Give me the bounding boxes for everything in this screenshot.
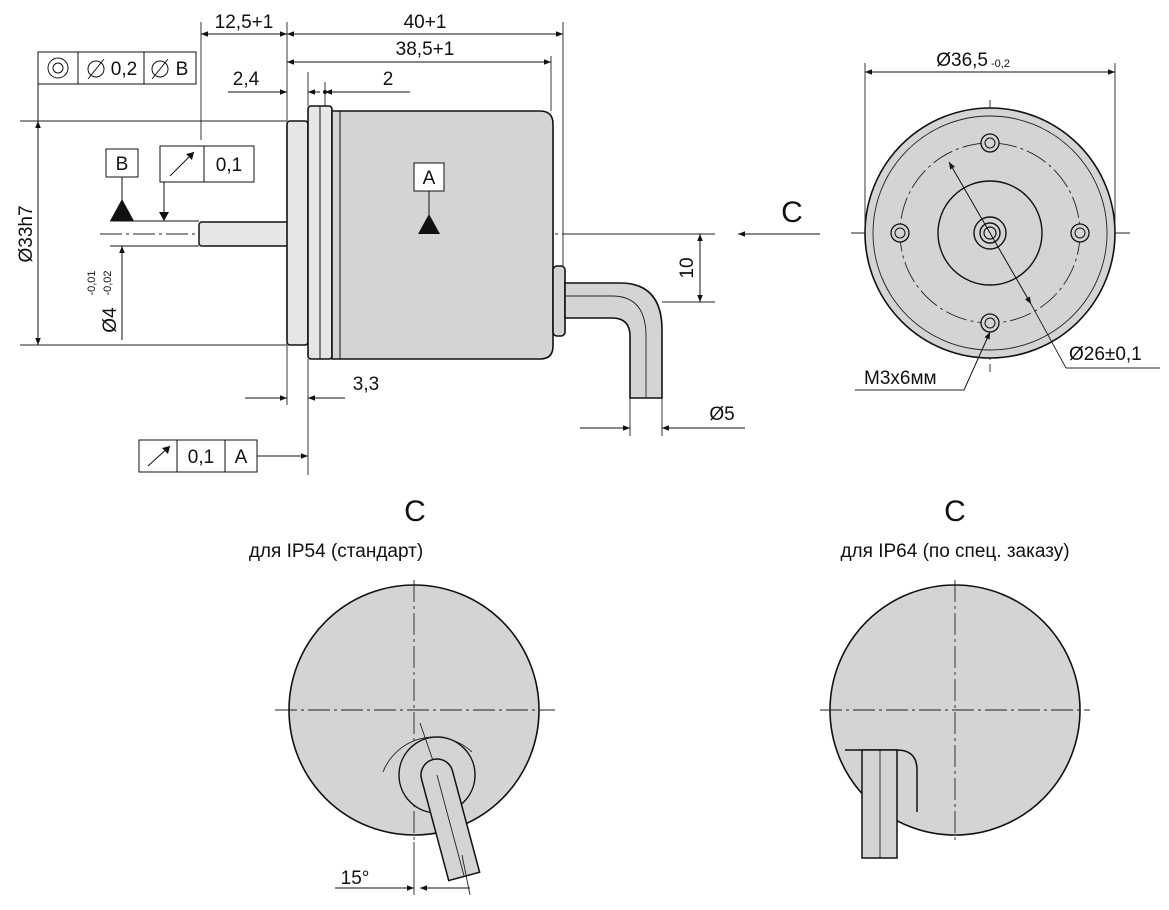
svg-text:A: A [235, 447, 248, 468]
svg-text:C: C [404, 495, 426, 528]
svg-text:C: C [781, 196, 803, 229]
svg-text:-0,2: -0,2 [991, 58, 1010, 70]
view-c-ip54: C для IP54 (стандарт) 15° [249, 495, 555, 896]
svg-text:15°: 15° [341, 868, 370, 889]
svg-text:Ø26±0,1: Ø26±0,1 [1069, 344, 1142, 365]
svg-text:Ø4: Ø4 [100, 307, 121, 333]
concentricity-frame: 0,2 B [37, 51, 197, 121]
svg-text:0,1: 0,1 [188, 447, 214, 468]
svg-text:для IP54 (стандарт): для IP54 (стандарт) [249, 541, 423, 562]
ip54-cable [420, 758, 481, 882]
svg-text:М3х6мм: М3х6мм [864, 368, 937, 389]
svg-text:38,5+1: 38,5+1 [396, 39, 455, 60]
runout-arrow-icon [147, 445, 171, 467]
svg-text:0,2: 0,2 [111, 59, 137, 80]
diameter-icon [87, 58, 105, 80]
svg-text:Ø33h7: Ø33h7 [16, 205, 37, 262]
diameter-icon [151, 58, 169, 80]
svg-text:-0,02: -0,02 [102, 270, 114, 295]
flange [286, 120, 309, 346]
svg-text:40+1: 40+1 [404, 12, 447, 33]
runout-frame-face: 0,1 A [138, 439, 308, 473]
svg-text:Ø5: Ø5 [709, 404, 734, 425]
datum-b: B [105, 148, 199, 247]
svg-text:3,3: 3,3 [353, 374, 379, 395]
mounting-holes [890, 133, 1090, 333]
svg-text:A: A [423, 168, 436, 189]
datum-triangle-icon [418, 214, 440, 234]
datum-triangle-icon [110, 199, 134, 221]
front-view: Ø36,5 -0,2 Ø26±0,1 М3х6мм [851, 50, 1160, 391]
side-view: A B 0,1 [16, 12, 820, 475]
runout-frame-shaft: 0,1 [159, 145, 255, 221]
svg-text:10: 10 [677, 257, 698, 278]
svg-text:B: B [116, 154, 129, 175]
svg-text:2,4: 2,4 [233, 69, 260, 90]
cable [564, 282, 663, 399]
concentricity-icon [47, 57, 69, 79]
view-c-ip64: C для IP64 (по спец. заказу) [820, 495, 1090, 859]
svg-text:12,5+1: 12,5+1 [215, 12, 274, 33]
svg-text:2: 2 [383, 69, 394, 90]
runout-arrow-icon [169, 151, 195, 177]
view-arrow-c: C [738, 196, 820, 237]
svg-text:для IP64 (по спец. заказу): для IP64 (по спец. заказу) [840, 541, 1069, 562]
svg-text:C: C [944, 495, 966, 528]
cable-gland [552, 265, 566, 337]
svg-text:0,1: 0,1 [216, 155, 242, 176]
shaft [198, 221, 290, 247]
datum-a: A [413, 162, 445, 234]
svg-text:-0,01: -0,01 [86, 270, 98, 295]
ip64-cable [861, 749, 898, 859]
svg-text:Ø36,5: Ø36,5 [936, 50, 988, 71]
encoder-body [331, 110, 554, 360]
svg-text:B: B [176, 59, 189, 80]
